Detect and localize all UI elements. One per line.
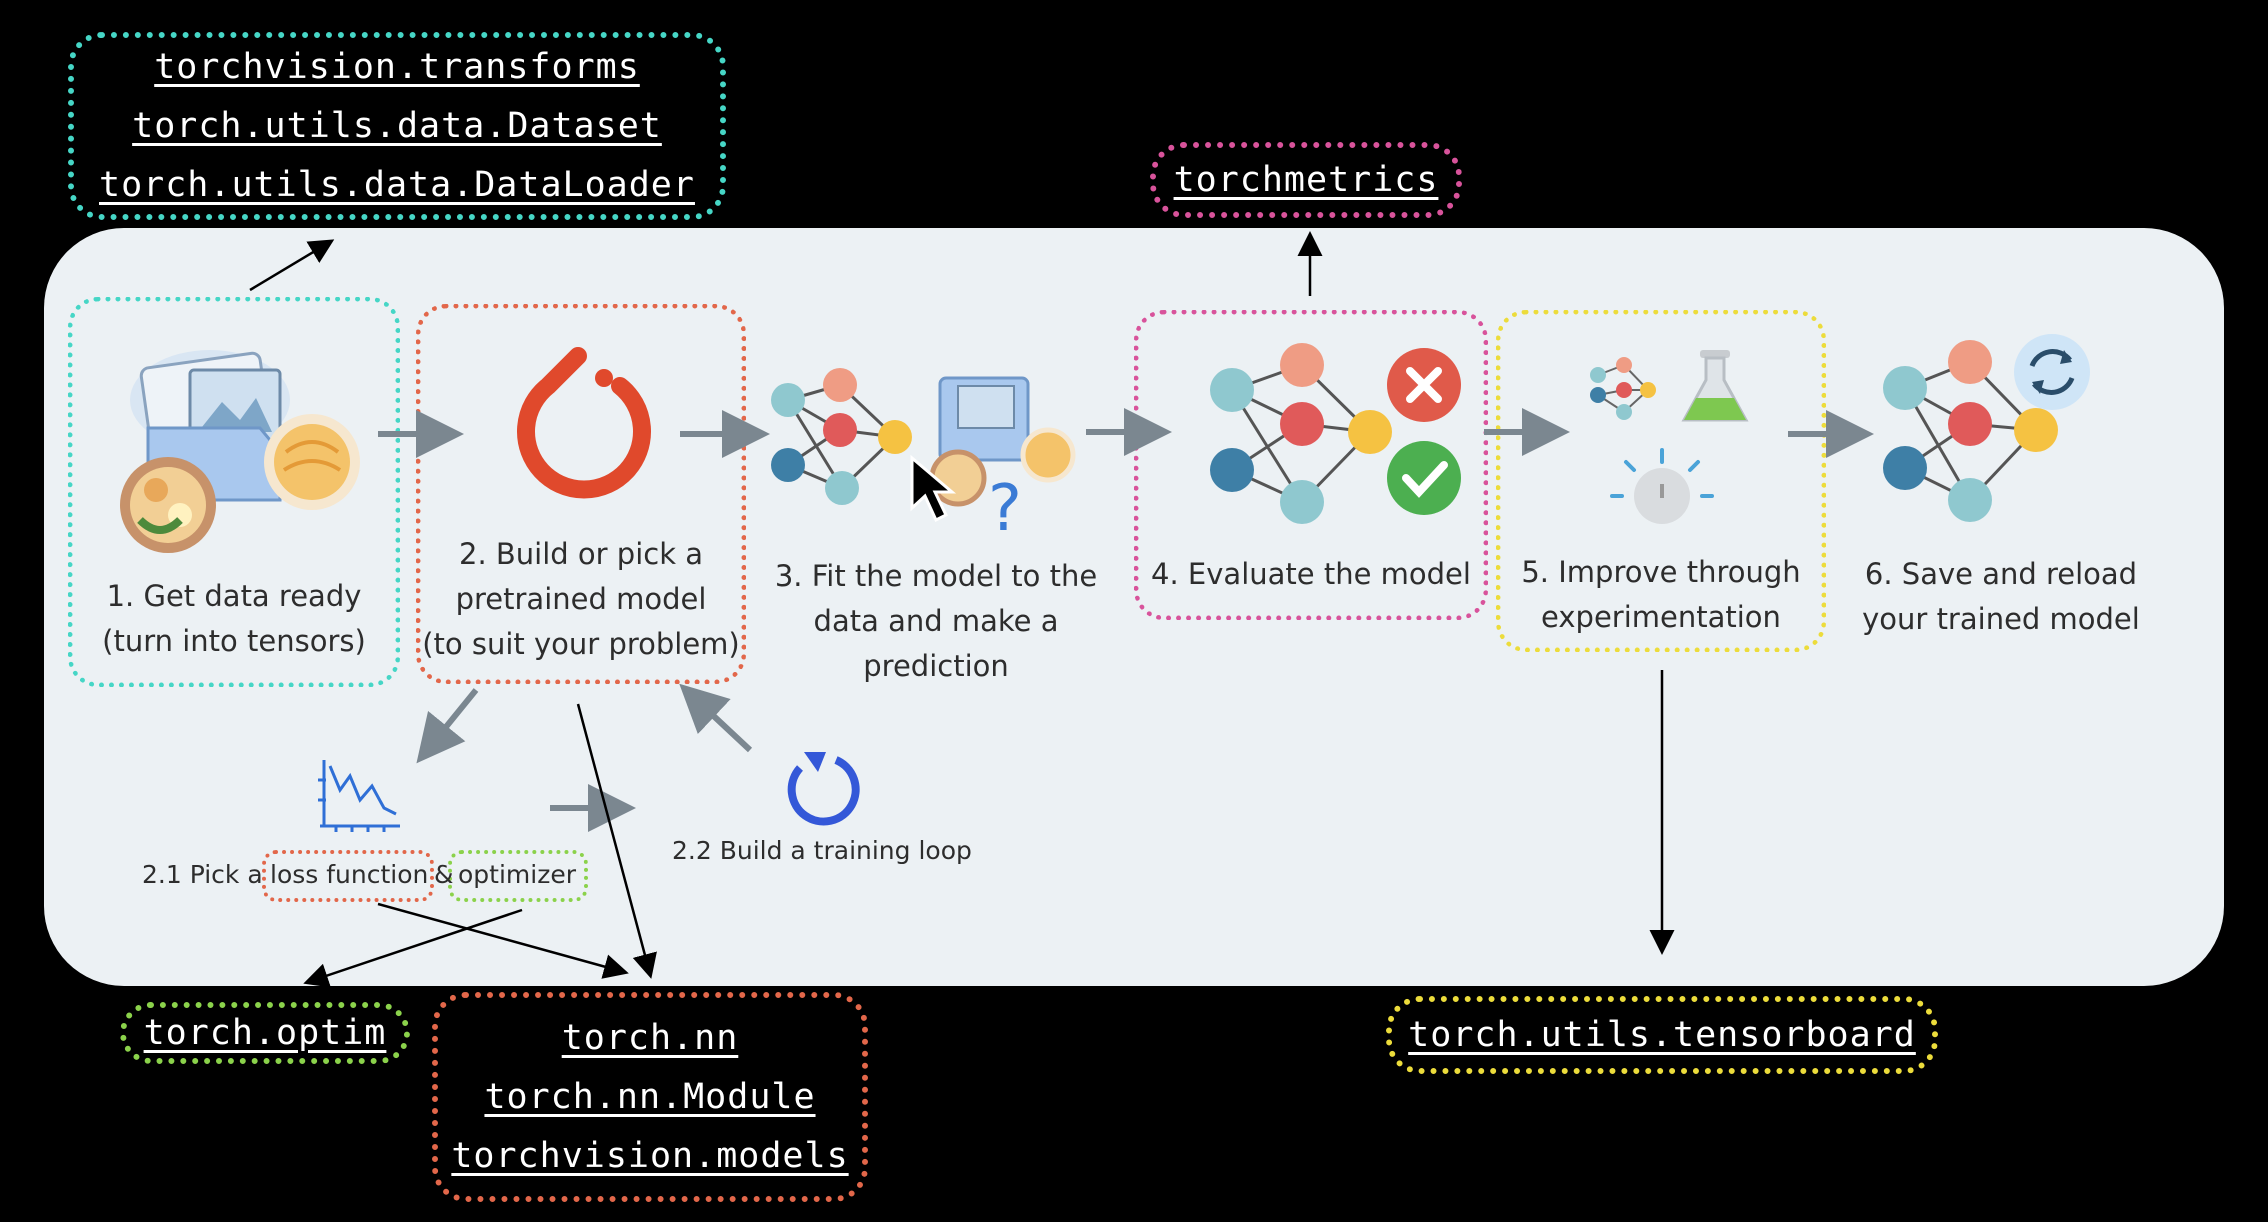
step3-label: 3. Fit the model to the data and make a …	[768, 554, 1104, 689]
code-torchvision-models: torchvision.models	[451, 1135, 849, 1176]
code-torch-dataset: torch.utils.data.Dataset	[132, 105, 662, 146]
step4-box	[1134, 310, 1488, 620]
code-torch-nn-module: torch.nn.Module	[484, 1076, 816, 1117]
optim-box: torch.optim	[120, 1002, 410, 1064]
step1-label: 1. Get data ready (turn into tensors)	[84, 574, 384, 664]
step6-line1: 6. Save and reload	[1864, 557, 2138, 591]
step21-prefix: 2.1 Pick a	[142, 860, 263, 889]
step21-loss-label: loss function	[270, 860, 429, 889]
step2-box	[416, 304, 746, 684]
step6-line2: your trained model	[1862, 602, 2140, 636]
tensorboard-box: torch.utils.tensorboard	[1386, 996, 1938, 1074]
step6-label: 6. Save and reload your trained model	[1846, 552, 2156, 642]
step21-optimizer-label: optimizer	[458, 860, 576, 889]
code-torch-dataloader: torch.utils.data.DataLoader	[99, 164, 695, 205]
loss-function-box	[262, 850, 434, 902]
step22-label: 2.2 Build a training loop	[672, 836, 972, 865]
step4-label: 4. Evaluate the model	[1134, 552, 1488, 597]
step1-line1: 1. Get data ready	[106, 579, 362, 613]
step5-label: 5. Improve through experimentation	[1496, 550, 1826, 640]
step4-line1: 4. Evaluate the model	[1151, 557, 1471, 591]
nn-box: torch.nn torch.nn.Module torchvision.mod…	[432, 992, 868, 1202]
metrics-box: torchmetrics	[1150, 142, 1462, 218]
step2-line3: (to suit your problem)	[422, 627, 740, 661]
step2-line2: pretrained model	[455, 582, 707, 616]
step5-box	[1496, 310, 1826, 652]
code-torch-nn: torch.nn	[561, 1017, 739, 1058]
data-modules-box: torchvision.transforms torch.utils.data.…	[68, 32, 726, 220]
step3-line2: data and make a	[813, 604, 1059, 638]
step21-amp: &	[434, 860, 454, 889]
step5-line1: 5. Improve through	[1521, 555, 1801, 589]
step2-line1: 2. Build or pick a	[459, 537, 703, 571]
code-torchmetrics: torchmetrics	[1173, 159, 1439, 200]
code-torchvision-transforms: torchvision.transforms	[154, 46, 640, 87]
code-torch-tensorboard: torch.utils.tensorboard	[1408, 1014, 1916, 1055]
step1-line2: (turn into tensors)	[102, 624, 366, 658]
step1-box	[68, 297, 400, 687]
step3-line3: prediction	[863, 649, 1009, 683]
step5-line2: experimentation	[1541, 600, 1781, 634]
step2-label: 2. Build or pick a pretrained model (to …	[416, 532, 746, 667]
code-torch-optim: torch.optim	[143, 1012, 387, 1053]
step3-line1: 3. Fit the model to the	[774, 559, 1098, 593]
